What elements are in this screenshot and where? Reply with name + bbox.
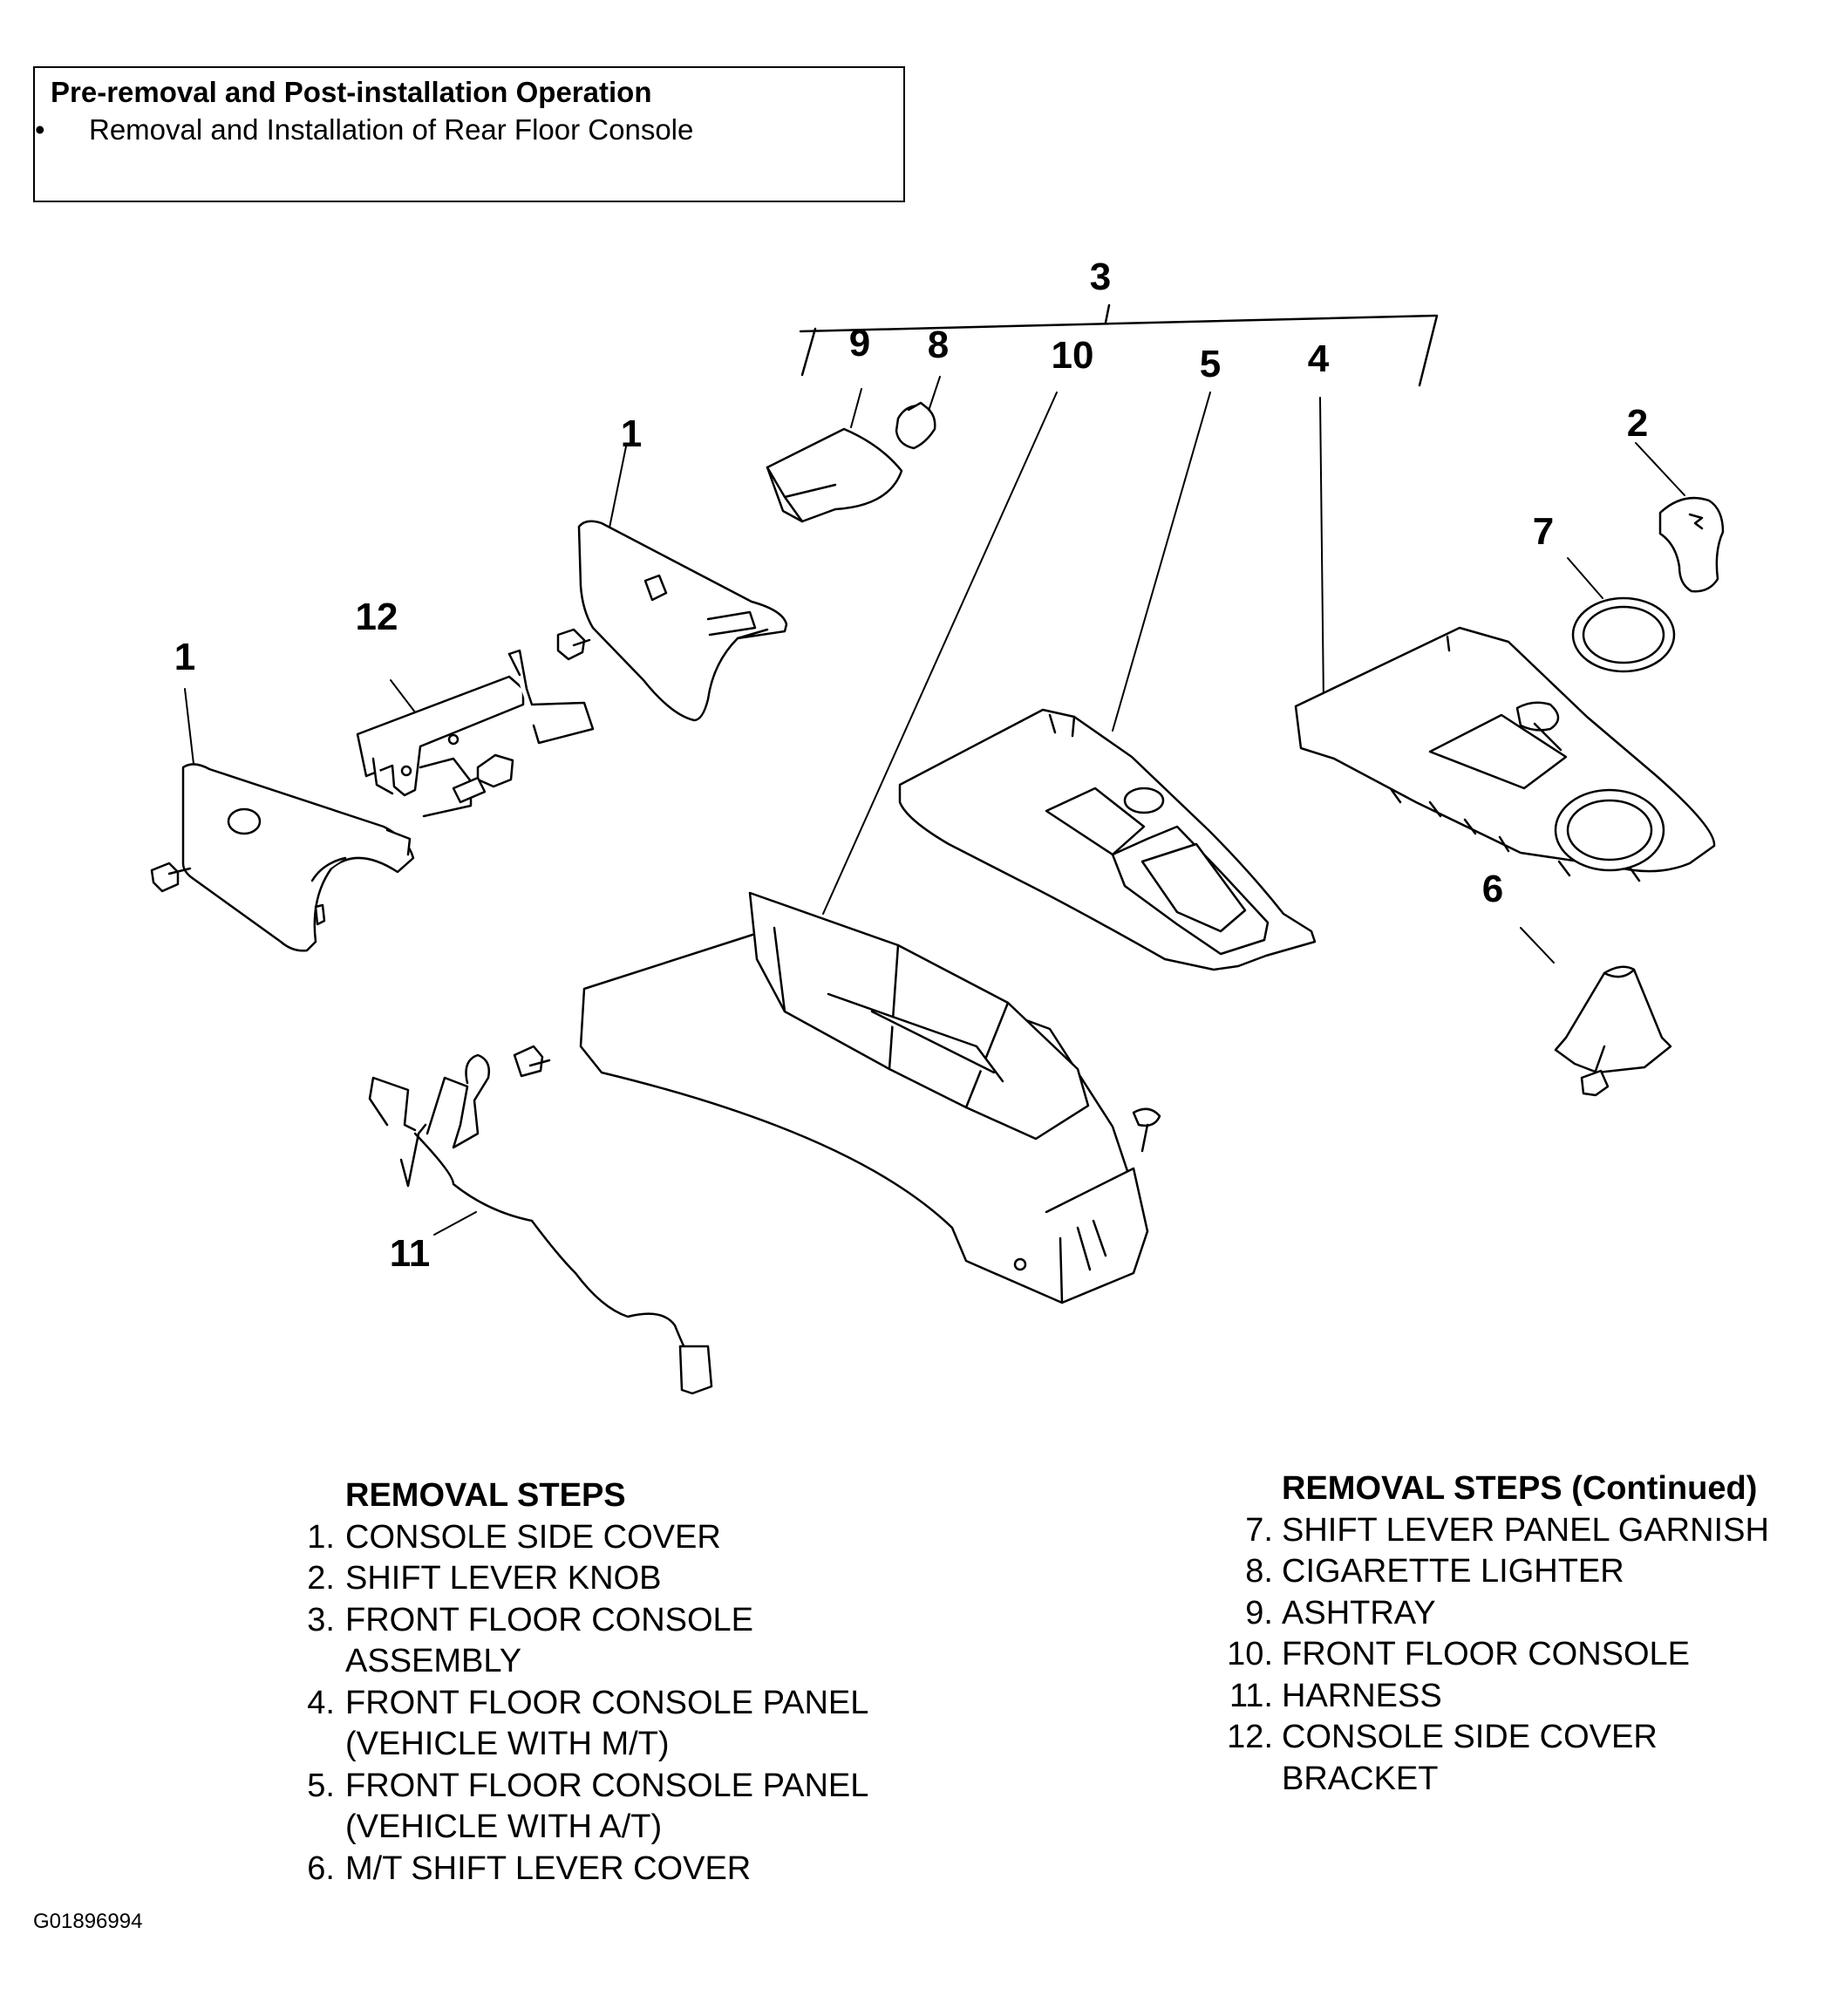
operation-box bbox=[33, 66, 905, 202]
callout-10: 10 bbox=[1052, 334, 1094, 377]
removal-steps-continued: REMOVAL STEPS (Continued) 7.SHIFT LEVER … bbox=[1198, 1468, 1826, 1800]
step-text: FRONT FLOOR CONSOLE PANEL bbox=[345, 1684, 869, 1721]
assembly-3-bracket bbox=[799, 303, 1439, 387]
front-floor-console-panel-at bbox=[898, 708, 1317, 971]
clip-left bbox=[150, 862, 192, 893]
clip-right bbox=[556, 628, 591, 661]
step-item-row: 2. SHIFT LEVER KNOB bbox=[262, 1558, 924, 1600]
callout-9: 9 bbox=[849, 322, 870, 364]
step-number: 2. bbox=[307, 1560, 335, 1597]
step-text: HARNESS bbox=[1282, 1677, 1442, 1714]
step-item-row: 7.SHIFT LEVER PANEL GARNISH bbox=[1198, 1510, 1826, 1552]
step-item-row: BRACKET bbox=[1198, 1759, 1826, 1801]
operation-box-title: Pre-removal and Post-installation Operat… bbox=[51, 76, 652, 108]
console-side-cover-right bbox=[577, 520, 788, 722]
operation-box-bullet: • bbox=[35, 113, 45, 146]
shift-lever-knob bbox=[1658, 496, 1725, 593]
step-text: M/T SHIFT LEVER COVER bbox=[345, 1849, 752, 1887]
step-item-row: (VEHICLE WITH M/T) bbox=[262, 1724, 924, 1766]
step-item-row: 8.CIGARETTE LIGHTER bbox=[1198, 1551, 1826, 1593]
callout-1-upper: 1 bbox=[621, 412, 642, 455]
step-number: 5. bbox=[307, 1767, 335, 1804]
callout-6: 6 bbox=[1482, 868, 1503, 910]
shift-lever-panel-garnish bbox=[1571, 596, 1676, 673]
front-floor-console bbox=[579, 891, 1149, 1304]
step-item-row: 4. FRONT FLOOR CONSOLE PANEL bbox=[262, 1683, 924, 1725]
step-text: CONSOLE SIDE COVER bbox=[1282, 1719, 1658, 1755]
step-number: 1. bbox=[307, 1518, 335, 1556]
callout-1-lower: 1 bbox=[174, 636, 195, 678]
figure-id: G01896994 bbox=[33, 1910, 143, 1933]
step-number: 6. bbox=[307, 1849, 335, 1887]
step-item-row: 6. M/T SHIFT LEVER COVER bbox=[262, 1849, 924, 1890]
step-number: 4. bbox=[307, 1684, 335, 1721]
step-item-row: 11.HARNESS bbox=[1198, 1676, 1826, 1718]
step-item-row: 3. FRONT FLOOR CONSOLE bbox=[262, 1600, 924, 1642]
callout-8: 8 bbox=[928, 324, 949, 366]
step-text: FRONT FLOOR CONSOLE bbox=[345, 1601, 754, 1638]
step-item-row: 5. FRONT FLOOR CONSOLE PANEL bbox=[262, 1766, 924, 1808]
step-number: 9. bbox=[1245, 1594, 1273, 1631]
step-item-row: 9.ASHTRAY bbox=[1198, 1593, 1826, 1635]
step-text: BRACKET bbox=[1282, 1760, 1439, 1797]
front-floor-console-panel-mt bbox=[1294, 626, 1716, 882]
harness bbox=[368, 1053, 713, 1395]
step-item-row: 1. CONSOLE SIDE COVER bbox=[262, 1517, 924, 1559]
callout-7: 7 bbox=[1533, 510, 1554, 553]
step-text: FRONT FLOOR CONSOLE bbox=[1282, 1636, 1691, 1672]
step-text: SHIFT LEVER PANEL GARNISH bbox=[1282, 1511, 1769, 1549]
operation-box-item: Removal and Installation of Rear Floor C… bbox=[89, 113, 694, 146]
step-number: 11. bbox=[1229, 1677, 1273, 1714]
callout-4: 4 bbox=[1308, 337, 1330, 380]
cigarette-lighter bbox=[895, 401, 936, 450]
removal-steps-continued-heading: REMOVAL STEPS (Continued) bbox=[1282, 1470, 1758, 1507]
step-number: 7. bbox=[1245, 1511, 1273, 1549]
step-text: (VEHICLE WITH A/T) bbox=[345, 1808, 663, 1845]
step-text: CIGARETTE LIGHTER bbox=[1282, 1553, 1624, 1590]
bolt-6 bbox=[1580, 1045, 1610, 1097]
step-number: 12. bbox=[1227, 1719, 1273, 1755]
bolt-12 bbox=[452, 753, 514, 804]
callout-5: 5 bbox=[1200, 343, 1221, 385]
step-text: FRONT FLOOR CONSOLE PANEL bbox=[345, 1767, 869, 1804]
callout-12: 12 bbox=[356, 596, 398, 638]
callout-3: 3 bbox=[1090, 255, 1111, 298]
removal-steps-heading: REMOVAL STEPS bbox=[345, 1477, 626, 1514]
step-number: 3. bbox=[307, 1601, 335, 1638]
step-item-row: 12.CONSOLE SIDE COVER bbox=[1198, 1717, 1826, 1759]
step-text: ASSEMBLY bbox=[345, 1643, 522, 1679]
console-side-cover-bracket bbox=[356, 649, 595, 818]
callout-11: 11 bbox=[390, 1232, 431, 1275]
leader-lines bbox=[184, 376, 1685, 1236]
screw-right bbox=[1132, 1107, 1161, 1153]
step-number: 8. bbox=[1245, 1553, 1273, 1590]
screw-front bbox=[513, 1045, 551, 1078]
step-text: SHIFT LEVER KNOB bbox=[345, 1560, 662, 1597]
removal-steps: REMOVAL STEPS 1. CONSOLE SIDE COVER 2. SHIF… bbox=[262, 1475, 924, 1890]
step-number: 10. bbox=[1227, 1636, 1273, 1672]
step-text: CONSOLE SIDE COVER bbox=[345, 1518, 721, 1556]
step-item-row: 10.FRONT FLOOR CONSOLE bbox=[1198, 1634, 1826, 1676]
mt-shift-lever-cover bbox=[1554, 965, 1672, 1074]
step-text: ASHTRAY bbox=[1282, 1594, 1436, 1631]
callout-2: 2 bbox=[1627, 402, 1648, 445]
console-side-cover-left bbox=[181, 763, 415, 952]
step-text: (VEHICLE WITH M/T) bbox=[345, 1726, 670, 1762]
step-item-row: ASSEMBLY bbox=[262, 1641, 924, 1683]
step-item-row: (VEHICLE WITH A/T) bbox=[262, 1807, 924, 1849]
ashtray bbox=[766, 427, 903, 523]
